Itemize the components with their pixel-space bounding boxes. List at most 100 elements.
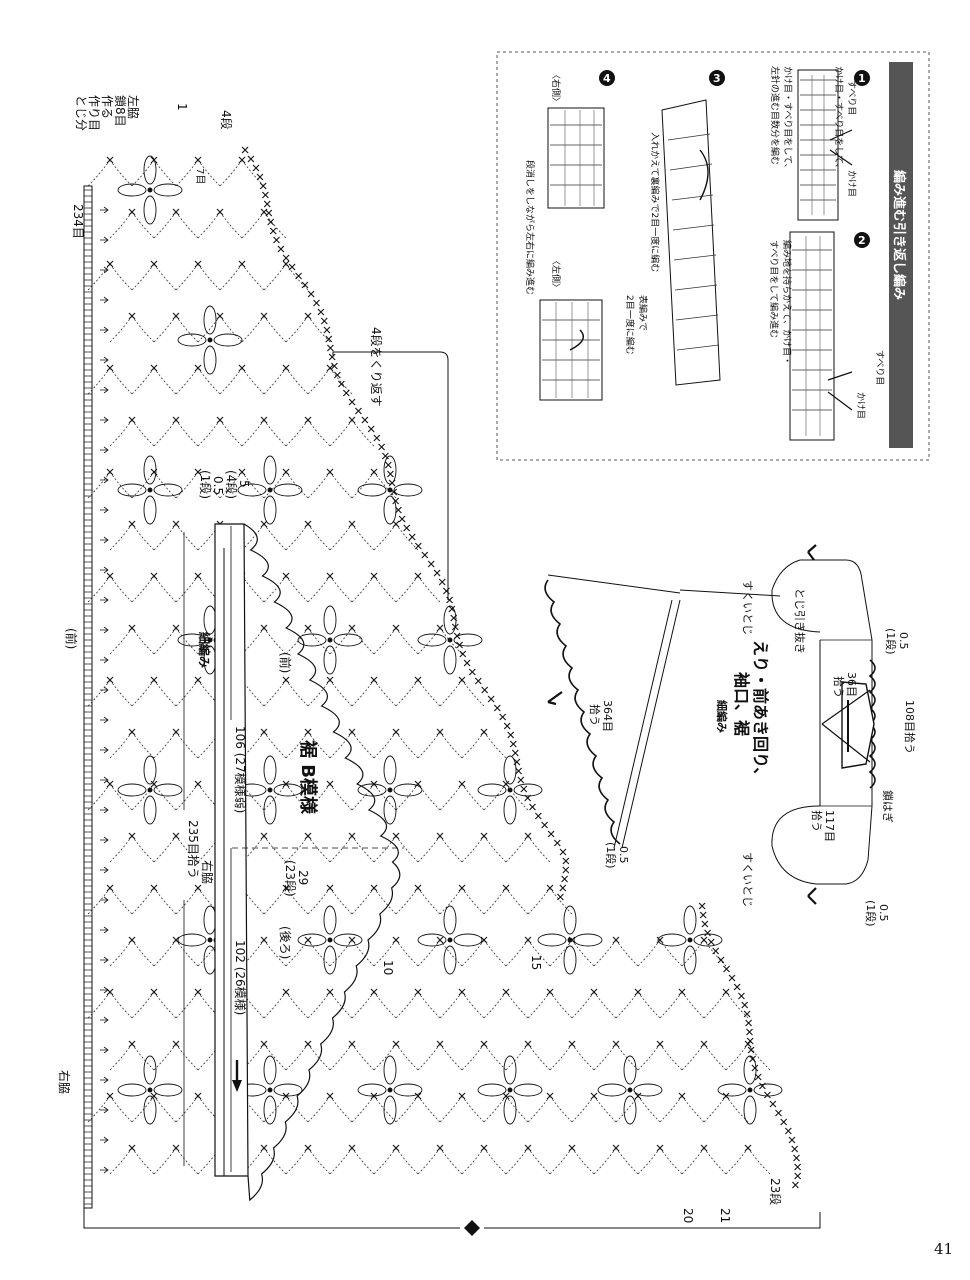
chain-loop <box>153 939 199 967</box>
petal <box>383 1055 397 1085</box>
edge-x-mark <box>751 1064 759 1072</box>
single-crochet-mark <box>128 312 136 320</box>
edge-x-mark <box>312 299 321 307</box>
stitch-chart: (前) 右脇 234目 左脇 鎖8目 作る 作り目 とじ分 4段 1 7目 4段… <box>57 95 802 1223</box>
chain-loop <box>351 991 397 1019</box>
technique-title: 編み進む引き返し編み <box>891 170 907 300</box>
schematic-364: 364目 <box>601 700 614 732</box>
chain-loop <box>87 887 133 915</box>
petal <box>263 1055 277 1085</box>
row-arrow <box>100 1016 109 1024</box>
schematic-half-c: 0.5 <box>617 846 630 864</box>
edge-x-mark <box>288 263 296 271</box>
single-crochet-mark <box>700 936 708 944</box>
single-crochet-mark <box>436 832 444 840</box>
chain-loop <box>329 419 375 447</box>
chain-loop <box>351 887 397 915</box>
motif-center <box>627 1087 633 1093</box>
motif-center <box>267 487 273 493</box>
edge-x-mark <box>769 1100 777 1108</box>
chain-loop <box>615 1095 661 1123</box>
single-crochet-mark <box>392 728 400 736</box>
chain-loop <box>285 731 331 759</box>
chain-loop <box>131 367 177 395</box>
edge-x-mark <box>259 182 267 190</box>
chain-loop <box>153 1147 199 1175</box>
petal <box>383 795 397 825</box>
edge-x-mark <box>317 308 325 316</box>
motif-center <box>267 1087 273 1093</box>
single-crochet-mark <box>304 936 312 944</box>
petal <box>177 333 207 347</box>
single-crochet-mark <box>260 1040 268 1048</box>
step-1-badge <box>854 70 870 86</box>
chain-loop <box>417 939 463 967</box>
single-crochet-mark <box>370 676 378 684</box>
chain-loop <box>263 367 309 395</box>
chain-loop <box>153 523 199 551</box>
single-crochet-mark <box>414 988 422 996</box>
row-arrow <box>100 626 109 634</box>
chain-loop <box>175 159 221 187</box>
edge-x-mark <box>704 929 712 937</box>
single-crochet-mark <box>304 312 312 320</box>
hem-schematic: 裾 B模様 (前) (後ろ) 細編み 106 (27模様弱) 102 (26模様… <box>183 470 404 1202</box>
petal <box>383 455 397 485</box>
technique-box: 編み進む引き返し編み 1 かけ目・すべり目をして、 すべり目 かけ目 かけ目・す… <box>496 51 930 461</box>
petal <box>117 783 147 797</box>
edge-x-mark <box>517 776 525 784</box>
edge-x-mark <box>707 938 715 946</box>
single-crochet-mark <box>436 1040 444 1048</box>
single-crochet-mark <box>260 1144 268 1152</box>
petal <box>477 783 507 797</box>
label-left-side-1: 左脇 <box>126 95 141 119</box>
single-crochet-mark <box>128 1040 136 1048</box>
schematic-subtitle: 細編み <box>715 700 729 733</box>
chain-loop <box>681 1043 727 1071</box>
single-crochet-mark <box>458 988 466 996</box>
repeat-bracket <box>332 351 449 600</box>
edge-x-mark <box>348 398 356 406</box>
petal <box>263 495 277 525</box>
chain-loop <box>395 887 441 915</box>
single-crochet-mark <box>348 416 356 424</box>
edge-x-mark <box>468 668 476 676</box>
row-arrow <box>100 836 109 844</box>
single-crochet-mark <box>106 572 114 580</box>
single-crochet-mark <box>106 468 114 476</box>
edge-x-mark <box>562 857 570 865</box>
motif-center <box>147 787 153 793</box>
chain-loop <box>87 367 133 395</box>
row-arrow <box>100 536 109 544</box>
row-arrow <box>100 506 109 514</box>
schematic-117-sub: 拾う <box>810 810 824 832</box>
edge-x-mark <box>241 146 249 154</box>
chain-loop <box>241 419 287 447</box>
hem-width-total: 235目拾う <box>186 820 201 879</box>
chain-loop <box>439 991 485 1019</box>
label-left-side-3: 作る <box>100 95 114 119</box>
single-crochet-mark <box>568 1040 576 1048</box>
chain-loop <box>351 575 397 603</box>
edge-x-mark <box>758 1082 766 1090</box>
petal <box>417 633 447 647</box>
chain-loop <box>241 731 287 759</box>
chain-loop <box>263 887 309 915</box>
petal <box>323 605 337 635</box>
edge-x-mark <box>780 1118 788 1126</box>
petal <box>357 483 387 497</box>
single-crochet-mark <box>656 1040 664 1048</box>
chain-loop <box>395 1095 441 1123</box>
chain-loop <box>109 731 155 759</box>
chain-loop <box>505 835 551 863</box>
petal <box>117 183 147 197</box>
single-crochet-mark <box>392 1040 400 1048</box>
chain-loop <box>439 783 485 811</box>
chain-loop <box>527 887 573 915</box>
row-arrow <box>100 446 109 454</box>
chain-loop <box>131 1095 177 1123</box>
petal <box>153 1083 183 1097</box>
single-crochet-mark <box>678 988 686 996</box>
chain-loop <box>307 783 353 811</box>
single-crochet-mark <box>458 884 466 892</box>
